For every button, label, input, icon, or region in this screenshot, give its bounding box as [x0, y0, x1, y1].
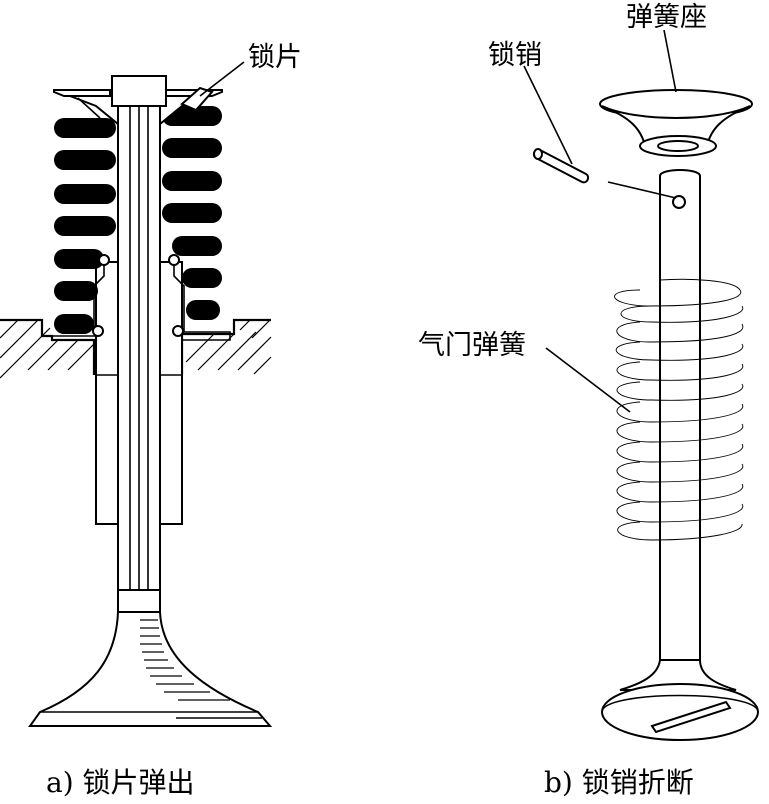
- valve-head: [28, 611, 273, 727]
- valve-head-b: [601, 659, 759, 741]
- leader-valve-spring: [545, 347, 631, 413]
- caption-a: a) 锁片弹出: [46, 766, 195, 799]
- leader-spring-seat: [663, 29, 677, 93]
- valve-stem-b: [659, 169, 701, 671]
- valve-spring-coils: [54, 106, 222, 334]
- spring-seat: [599, 89, 753, 157]
- caption-b: b) 锁销折断: [544, 766, 694, 799]
- figure-a-lock-piece-ejected: 锁片 a) 锁片弹出: [0, 42, 302, 799]
- label-spring-seat: 弹簧座: [626, 2, 707, 33]
- label-lock-pin: 锁销: [488, 40, 542, 71]
- leader-pin-hole: [607, 181, 677, 199]
- broken-lock-pin: [532, 148, 590, 184]
- valve-stem: [111, 75, 167, 613]
- label-valve-spring: 气门弹簧: [418, 330, 526, 361]
- label-lock-piece: 锁片: [248, 42, 302, 73]
- leader-lock-pin: [523, 65, 573, 165]
- figure-b-lock-pin-broken: 弹簧座 锁销 气门弹簧 b) 锁销折断: [418, 2, 759, 799]
- valve-stem-seals: [52, 254, 231, 341]
- leader-lock-piece: [199, 61, 245, 97]
- cylinder-head-hatching: [0, 318, 272, 379]
- valve-spring-b: [614, 278, 744, 541]
